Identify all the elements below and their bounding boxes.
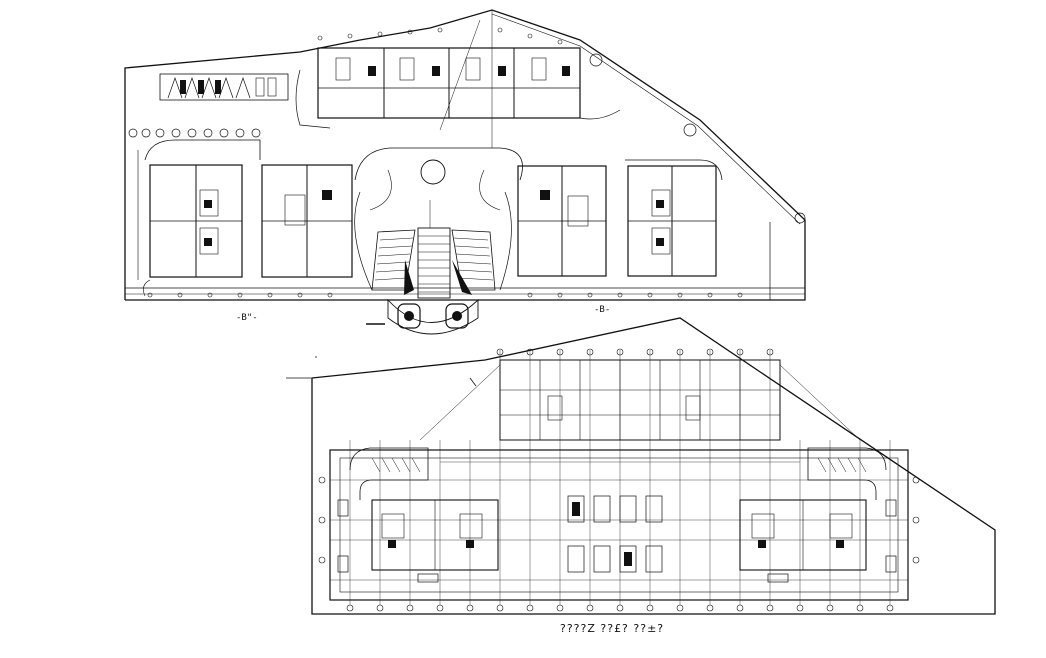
drawing-caption: ????Z ??£? ??±? xyxy=(560,622,665,635)
upper-column-markers xyxy=(147,27,743,298)
section-marker-left: -B"- xyxy=(236,313,258,323)
lower-structural-grid xyxy=(330,350,908,605)
parking-strip xyxy=(159,73,289,101)
lower-site-boundary xyxy=(311,317,996,615)
upper-site-boundary xyxy=(124,9,806,301)
section-marker-right: -B- xyxy=(594,305,611,315)
tree-row xyxy=(128,53,806,224)
entrance-plaza xyxy=(354,147,523,335)
upper-right-wing xyxy=(517,159,771,300)
parking-bays xyxy=(337,495,897,583)
upper-top-building xyxy=(295,47,621,129)
lower-floor-plan xyxy=(286,317,996,615)
lower-grid-bubbles xyxy=(318,348,920,612)
upper-left-wing xyxy=(137,139,353,297)
upper-site-plan xyxy=(124,9,806,335)
